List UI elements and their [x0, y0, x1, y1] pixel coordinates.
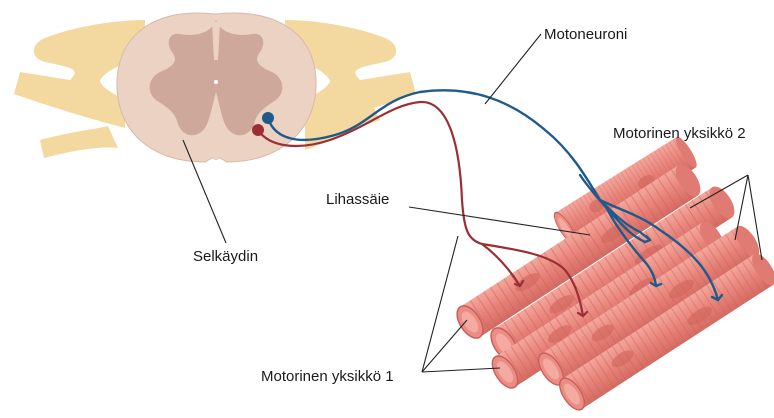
label-spinal-cord: Selkäydin: [193, 248, 258, 265]
label-muscle-fiber: Lihassäie: [326, 191, 389, 208]
spinal-cord: [117, 13, 316, 162]
label-motoneuron: Motoneuroni: [544, 26, 627, 43]
red-neuron-soma: [252, 124, 264, 136]
label-motor-unit-2: Motorinen yksikkö 2: [613, 125, 746, 142]
muscle-fiber-bundle: [452, 134, 774, 414]
label-motor-unit-1: Motorinen yksikkö 1: [261, 368, 394, 385]
blue-neuron-soma: [262, 112, 274, 124]
